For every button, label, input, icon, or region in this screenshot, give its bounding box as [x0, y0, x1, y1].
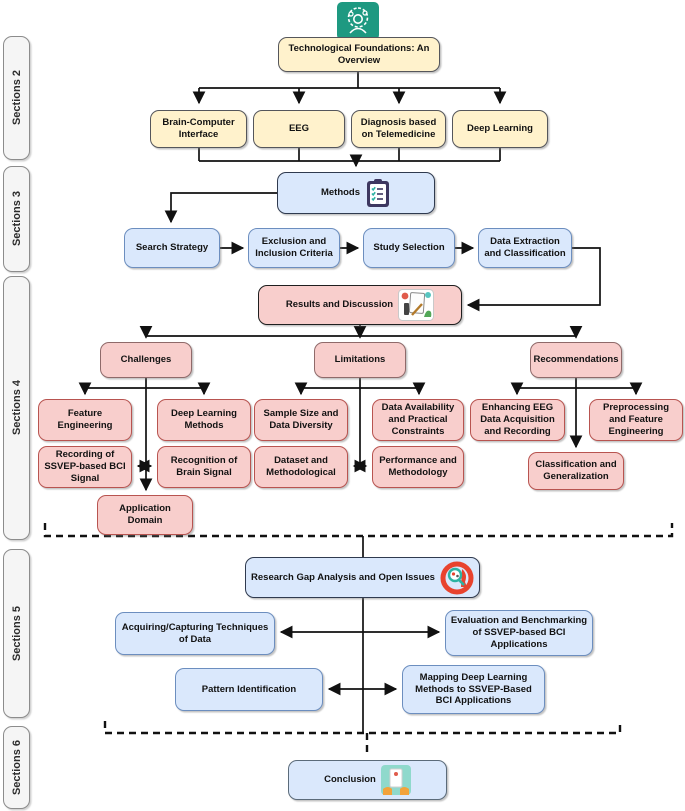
node-label: Mapping Deep Learning Methods to SSVEP-B… — [415, 671, 532, 707]
report-analysis-icon — [398, 289, 435, 321]
node-conclusion: Conclusion — [288, 760, 447, 800]
node-label: Search Strategy — [135, 242, 209, 254]
section-tab-4: Sections 4 — [3, 276, 30, 540]
node-label: Methods — [320, 187, 361, 199]
node-brain-computer-interface: Brain-Computer Interface — [150, 110, 247, 148]
node-label: Recommendations — [533, 354, 619, 366]
node-dataset-methodological: Dataset and Methodological — [254, 446, 348, 488]
node-label: Sample Size and Data Diversity — [263, 408, 339, 431]
node-performance-methodology: Performance and Methodology — [372, 446, 464, 488]
node-study-selection: Study Selection — [363, 228, 455, 268]
node-diagnosis-telemedicine: Diagnosis based on Telemedicine — [351, 110, 446, 148]
node-exclusion-inclusion: Exclusion and Inclusion Criteria — [248, 228, 340, 268]
node-mapping-dl-methods: Mapping Deep Learning Methods to SSVEP-B… — [402, 665, 545, 714]
node-technological-foundations: Technological Foundations: An Overview — [278, 37, 440, 72]
node-limitations: Limitations — [314, 342, 406, 378]
node-classification-generalization: Classification and Generalization — [528, 452, 624, 490]
node-label: Preprocessing and Feature Engineering — [603, 402, 669, 437]
brain-technology-icon — [337, 2, 379, 45]
hands-document-icon — [380, 765, 411, 795]
node-search-strategy: Search Strategy — [124, 228, 220, 268]
node-label: Exclusion and Inclusion Criteria — [255, 236, 333, 259]
node-label: Technological Foundations: An Overview — [288, 42, 430, 66]
node-label: Study Selection — [373, 242, 445, 254]
section-tab-label: Sections 6 — [10, 739, 23, 796]
section-tab-label: Sections 5 — [10, 605, 23, 662]
node-recording-ssvep: Recording of SSVEP-based BCI Signal — [38, 446, 132, 488]
node-label: Diagnosis based on Telemedicine — [360, 117, 437, 140]
node-label: Application Domain — [119, 503, 171, 526]
node-label: Deep Learning Methods — [171, 408, 237, 431]
node-label: Pattern Identification — [201, 683, 297, 695]
checklist-clipboard-icon — [365, 178, 391, 208]
node-label: Feature Engineering — [57, 408, 113, 431]
section-tab-label: Sections 2 — [10, 70, 23, 126]
node-label: Limitations — [334, 354, 386, 366]
head-magnifier-icon — [440, 561, 474, 595]
node-results-discussion: Results and Discussion — [258, 285, 462, 325]
node-evaluation-benchmarking: Evaluation and Benchmarking of SSVEP-bas… — [445, 610, 593, 656]
node-research-gap: Research Gap Analysis and Open Issues — [245, 557, 480, 598]
node-label: Conclusion — [324, 774, 376, 786]
section-tab-label: Sections 3 — [10, 191, 23, 247]
node-label: Recognition of Brain Signal — [170, 455, 238, 478]
node-label: Enhancing EEG Data Acquisition and Recor… — [480, 402, 555, 437]
node-data-availability: Data Availability and Practical Constrai… — [372, 399, 464, 441]
node-recognition-brain-signal: Recognition of Brain Signal — [157, 446, 251, 488]
node-data-extraction: Data Extraction and Classification — [478, 228, 572, 268]
node-deep-learning: Deep Learning — [452, 110, 548, 148]
node-pattern-identification: Pattern Identification — [175, 668, 323, 711]
node-label: Performance and Methodology — [379, 455, 457, 478]
node-label: Recording of SSVEP-based BCI Signal — [44, 449, 126, 484]
node-label: Classification and Generalization — [535, 459, 617, 482]
node-label: Data Availability and Practical Constrai… — [381, 402, 455, 437]
node-methods: Methods — [277, 172, 435, 214]
section-tab-5: Sections 5 — [3, 549, 30, 718]
node-feature-engineering: Feature Engineering — [38, 399, 132, 441]
node-recommendations: Recommendations — [530, 342, 622, 378]
node-enhancing-eeg: Enhancing EEG Data Acquisition and Recor… — [470, 399, 565, 441]
section-tab-6: Sections 6 — [3, 726, 30, 809]
node-application-domain: Application Domain — [97, 495, 193, 535]
node-label: Results and Discussion — [285, 299, 394, 311]
node-label: Deep Learning — [467, 123, 533, 135]
node-preprocessing-feature: Preprocessing and Feature Engineering — [589, 399, 683, 441]
section-tab-label: Sections 4 — [10, 380, 23, 436]
node-label: Acquiring/Capturing Techniques of Data — [121, 621, 269, 645]
node-challenges: Challenges — [100, 342, 192, 378]
node-label: Research Gap Analysis and Open Issues — [251, 571, 435, 583]
node-label: Challenges — [120, 354, 172, 366]
node-label: Dataset and Methodological — [266, 455, 336, 478]
node-label: Data Extraction and Classification — [484, 236, 566, 259]
node-label: EEG — [288, 123, 310, 135]
section-tab-2: Sections 2 — [3, 36, 30, 160]
node-label: Brain-Computer Interface — [162, 117, 235, 140]
node-eeg: EEG — [253, 110, 345, 148]
node-acquiring-techniques: Acquiring/Capturing Techniques of Data — [115, 612, 275, 655]
node-deep-learning-methods: Deep Learning Methods — [157, 399, 251, 441]
section-tab-3: Sections 3 — [3, 166, 30, 272]
node-sample-size-diversity: Sample Size and Data Diversity — [254, 399, 348, 441]
node-label: Evaluation and Benchmarking of SSVEP-bas… — [450, 615, 588, 650]
